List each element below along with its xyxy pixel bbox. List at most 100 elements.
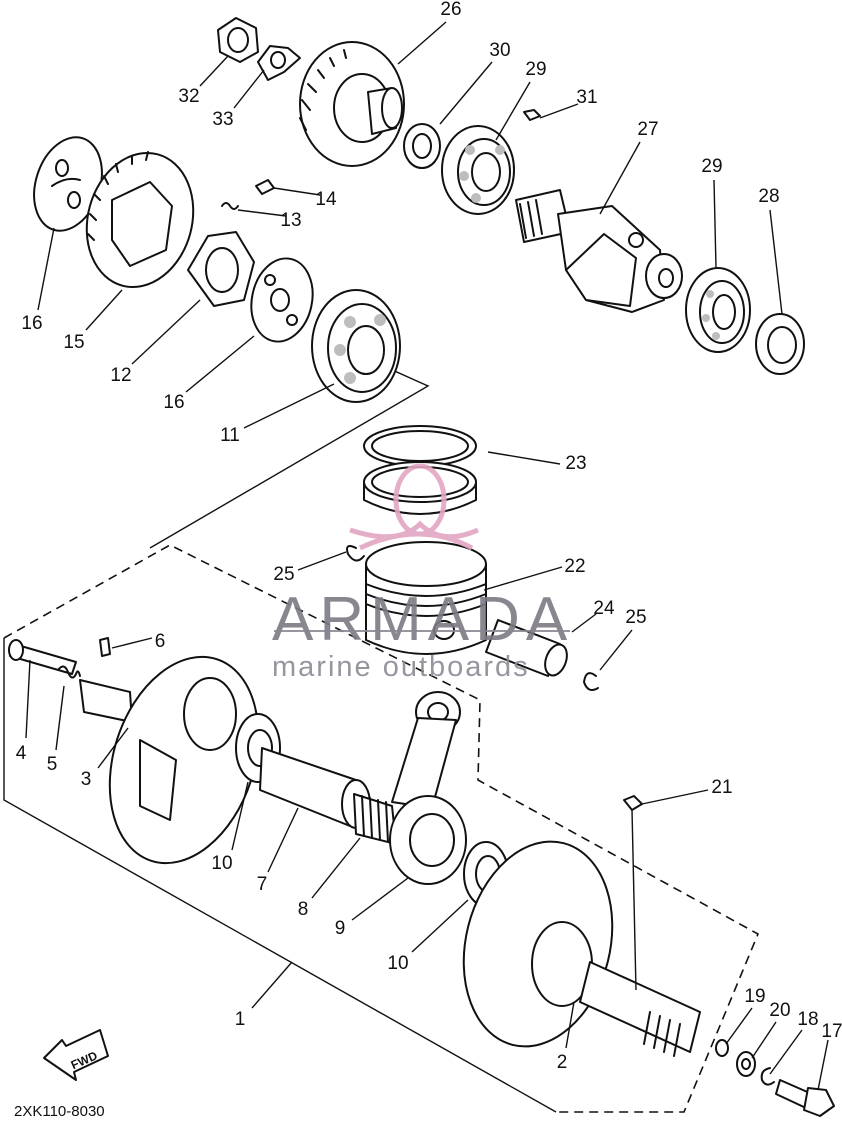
callout-c21: 21: [641, 777, 733, 805]
callout-c18: 18: [769, 1009, 819, 1075]
callout-number: 9: [335, 918, 346, 939]
part-15-driven-gear: [85, 151, 195, 289]
callout-number: 28: [758, 186, 779, 207]
callout-leader-line: [411, 899, 469, 953]
callout-number: 15: [63, 332, 84, 353]
callout-leader-line: [751, 1021, 777, 1059]
callout-c25a: 25: [273, 551, 347, 585]
part-19-o-ring: [715, 1039, 729, 1057]
callout-number: 8: [298, 899, 309, 920]
callout-number: 26: [440, 0, 461, 20]
part-32-nut: [217, 17, 259, 63]
part-33-lock-washer: [257, 45, 301, 81]
callout-leader-line: [439, 61, 493, 125]
callout-c9: 9: [335, 877, 409, 939]
callout-leader-line: [25, 659, 31, 739]
callout-number: 24: [593, 598, 615, 619]
part-20-washer: [736, 1051, 756, 1077]
callout-c27: 27: [599, 119, 659, 215]
callout-leader-line: [199, 55, 229, 87]
callout-leader-line: [487, 451, 561, 465]
callout-number: 12: [110, 365, 131, 386]
callout-leader-line: [231, 781, 249, 851]
callout-number: 32: [178, 86, 199, 107]
callout-leader-line: [769, 1029, 803, 1075]
callout-number: 21: [711, 777, 732, 798]
part-28-oil-seal: [755, 313, 805, 375]
callout-c10b: 10: [387, 899, 469, 974]
callout-c5: 5: [47, 685, 65, 775]
callout-leader-line: [725, 1007, 753, 1045]
drawing-code: 2XK110-8030: [14, 1103, 105, 1120]
callout-leader-line: [233, 69, 265, 109]
callout-leader-line: [599, 629, 633, 671]
callout-leader-line: [571, 613, 597, 633]
part-26-balancer-gear: [299, 41, 405, 167]
callout-c14: 14: [273, 187, 337, 210]
watermark-logo-icon: [349, 463, 480, 551]
callout-number: 14: [315, 189, 337, 210]
callout-leader-line: [111, 637, 153, 649]
callout-c16a: 16: [21, 227, 55, 334]
callout-leader-line: [495, 81, 531, 141]
part-30-washer: [403, 123, 441, 169]
callout-leader-line: [311, 837, 361, 899]
callout-number: 29: [701, 156, 722, 177]
callout-number: 22: [564, 556, 585, 577]
callout-leader-line: [641, 789, 709, 805]
callout-number: 1: [235, 1009, 246, 1030]
callout-c1: 1: [235, 961, 293, 1030]
part-13-spring: [221, 202, 239, 210]
callout-c7: 7: [257, 807, 299, 895]
callout-leader-line: [55, 685, 65, 751]
callout-number: 29: [525, 59, 546, 80]
callout-number: 18: [797, 1009, 818, 1030]
part-27-balancer-shaft: [515, 189, 683, 313]
callout-c29b: 29: [701, 156, 723, 269]
callout-number: 4: [16, 743, 27, 764]
callout-number: 27: [637, 119, 658, 140]
part-23-piston-rings: [363, 425, 477, 515]
part-18-lock-washer: [760, 1067, 775, 1086]
part-5-spring: [57, 665, 81, 679]
callout-number: 25: [625, 607, 646, 628]
callout-c6: 6: [111, 631, 165, 652]
callout-c31: 31: [539, 87, 598, 119]
watermark-title: ARMADA: [272, 585, 573, 654]
callout-leader-line: [37, 227, 55, 311]
part-3-crank-left: [79, 655, 260, 865]
callout-number: 16: [21, 313, 42, 334]
callout-number: 19: [744, 986, 765, 1007]
callout-leader-line: [131, 299, 201, 365]
callout-c10a: 10: [211, 781, 249, 874]
callout-number: 11: [220, 425, 240, 446]
part-2-crank-right: [462, 840, 701, 1057]
part-29-bearing-right: [685, 267, 751, 353]
callout-number: 2: [557, 1052, 568, 1073]
callout-c24: 24: [571, 598, 615, 633]
callout-leader-line: [397, 21, 447, 65]
callout-leader-line: [713, 179, 717, 269]
callout-c15: 15: [63, 289, 123, 353]
part-24-piston-pin: [485, 619, 568, 677]
callout-leader-line: [599, 141, 641, 215]
callout-leader-line: [243, 383, 335, 429]
callout-c30: 30: [439, 40, 511, 125]
callout-c11: 11: [220, 383, 335, 446]
callout-number: 16: [163, 392, 184, 413]
callout-number: 23: [565, 453, 586, 474]
callout-leader-line: [565, 1001, 575, 1049]
callout-number: 31: [576, 87, 597, 108]
callout-number: 7: [257, 874, 268, 895]
part-14-pin: [255, 179, 275, 195]
part-9-connecting-rod: [389, 691, 467, 885]
part-25-circlip-left: [346, 545, 365, 562]
callout-labels: 1234567891010111213141516161718192021222…: [16, 0, 842, 1091]
callout-c2: 2: [557, 1001, 575, 1073]
part-11-main-bearing: [311, 289, 401, 403]
part-7-crank-pin: [259, 747, 371, 829]
callout-number: 10: [387, 953, 408, 974]
part-4-bolt: [8, 639, 77, 675]
callout-leader-line: [817, 1039, 829, 1091]
callout-leader-line: [297, 551, 347, 571]
